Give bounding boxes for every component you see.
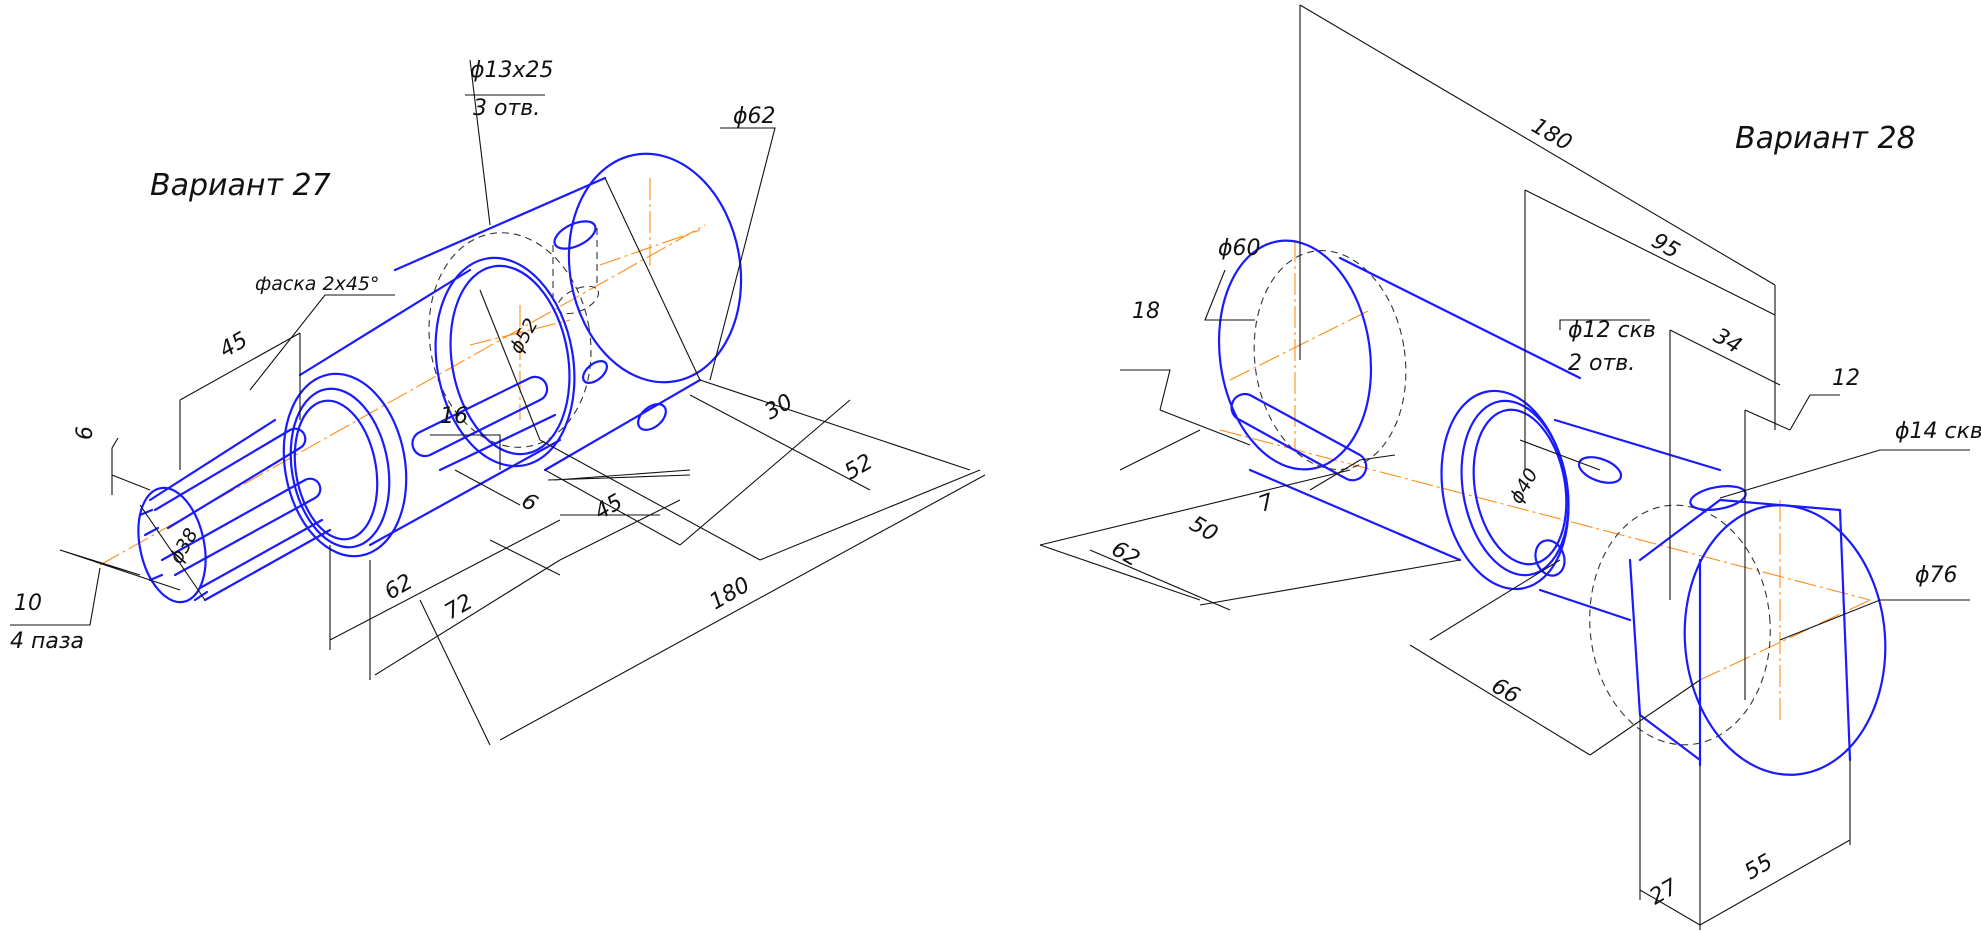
hole-note-28: ϕ12 скв [1568, 318, 1656, 343]
hole-count-28: 2 отв. [1568, 351, 1635, 376]
dim-12: 12 [1832, 366, 1860, 391]
dim-30: 30 [761, 390, 798, 426]
dim-180: 180 [706, 573, 755, 616]
dim-95: 95 [1647, 229, 1684, 265]
diameter-76-label: ϕ76 [1915, 563, 1958, 588]
slot-width-label: 10 [14, 591, 42, 616]
dim-62: 62 [381, 570, 418, 606]
hole-count-27: 3 отв. [473, 96, 540, 121]
variant-27-labels: Вариант 27 ϕ13x25 3 отв. ϕ62 фаска 2x45°… [10, 58, 877, 654]
dim-18: 18 [1132, 299, 1160, 324]
variant-27-title: Вариант 27 [150, 168, 331, 203]
dim-45-bottom: 45 [591, 490, 628, 526]
dim-62-v28: 62 [1107, 537, 1144, 573]
diameter-60-label: ϕ60 [1218, 236, 1261, 261]
chamfer-label: фаска 2x45° [255, 273, 380, 295]
diameter-62-label: ϕ62 [733, 104, 776, 129]
dim-45-top: 45 [216, 328, 253, 364]
dim-55: 55 [1741, 850, 1778, 886]
variant-28-part [1039, 4, 1970, 930]
variant-28-title: Вариант 28 [1735, 121, 1916, 156]
diameter-52-label: ϕ52 [505, 315, 542, 358]
dim-27: 27 [1646, 875, 1683, 911]
dim-66: 66 [1487, 674, 1524, 710]
dim-180-v28: 180 [1527, 114, 1576, 157]
slot-count-label: 4 паза [10, 629, 84, 654]
hole-note-27: ϕ13x25 [470, 58, 554, 83]
dim-16: 16 [440, 404, 468, 429]
dim-50: 50 [1185, 512, 1222, 548]
diameter-38-label: ϕ38 [165, 525, 202, 568]
variant-27-part [10, 59, 986, 746]
dim-6-left: 6 [73, 426, 98, 440]
dim-34: 34 [1709, 324, 1746, 360]
dim-7: 7 [1256, 489, 1278, 517]
dim-72: 72 [441, 590, 478, 626]
diameter-40-label: ϕ40 [1505, 465, 1542, 508]
diameter-14-label: ϕ14 скв. [1895, 419, 1981, 444]
dim-52: 52 [841, 450, 878, 486]
dim-6-slot: 6 [517, 489, 542, 518]
